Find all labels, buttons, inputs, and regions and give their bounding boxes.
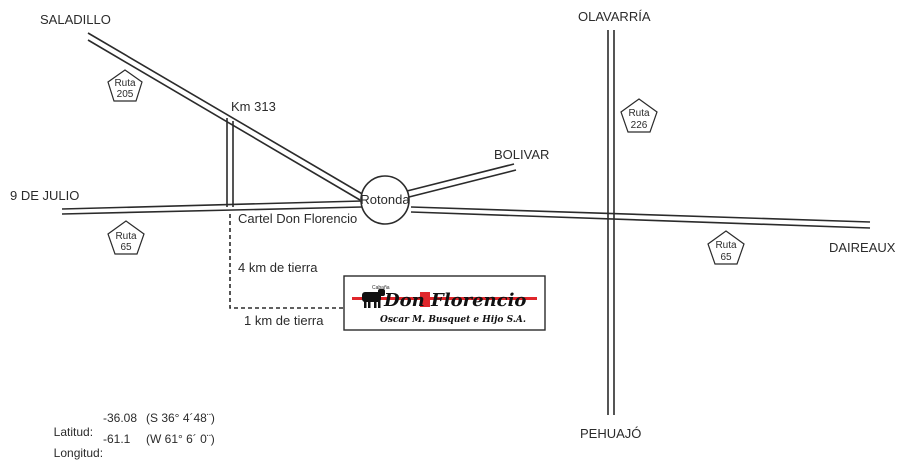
longitude-value: -61.1 bbox=[103, 432, 131, 446]
longitude-dms: (W 61° 6´ 0¨) bbox=[146, 432, 215, 446]
place-daireaux: DAIREAUX bbox=[829, 240, 896, 255]
latitude-row: Latitud: bbox=[47, 411, 93, 439]
dirt-road bbox=[229, 214, 344, 309]
bull-icon bbox=[362, 289, 385, 308]
latitude-value: -36.08 bbox=[103, 411, 138, 425]
svg-text:Ruta: Ruta bbox=[115, 231, 137, 242]
latitude-label: Latitud: bbox=[53, 425, 94, 439]
place-bolivar: BOLIVAR bbox=[494, 147, 549, 162]
longitude-label: Longitud: bbox=[53, 446, 104, 460]
svg-text:205: 205 bbox=[117, 89, 134, 100]
place-pehuajo: PEHUAJÓ bbox=[580, 426, 641, 441]
shield-ruta-65-east: Ruta 65 bbox=[707, 230, 745, 265]
logo-brand-text: Don Florencio bbox=[383, 290, 526, 311]
don-florencio-logo: Cabaña Don Florencio Oscar M. Busquet e … bbox=[343, 275, 546, 331]
shield-ruta-226: Ruta 226 bbox=[620, 98, 658, 133]
shield-ruta-205: Ruta 205 bbox=[107, 69, 143, 102]
latitude-dms: (S 36° 4´48¨) bbox=[146, 411, 215, 425]
roundabout-marker bbox=[360, 175, 410, 225]
cartel-label: Cartel Don Florencio bbox=[238, 211, 357, 226]
road-ruta-65-west bbox=[61, 200, 363, 215]
road-to-bolivar bbox=[406, 163, 517, 198]
svg-text:65: 65 bbox=[720, 252, 732, 263]
road-ruta-226 bbox=[607, 30, 615, 415]
svg-text:65: 65 bbox=[120, 242, 132, 253]
svg-text:226: 226 bbox=[631, 120, 648, 131]
svg-text:Ruta: Ruta bbox=[628, 108, 650, 119]
place-saladillo: SALADILLO bbox=[40, 12, 111, 27]
road-km-313 bbox=[226, 118, 234, 207]
km-313-label: Km 313 bbox=[231, 99, 276, 114]
svg-text:Ruta: Ruta bbox=[114, 78, 136, 89]
svg-text:Cabaña: Cabaña bbox=[372, 285, 390, 291]
logo-tagline: Oscar M. Busquet e Hijo S.A. bbox=[380, 315, 526, 325]
rotonda-label: Rotonda bbox=[360, 192, 410, 207]
dirt-4km-label: 4 km de tierra bbox=[238, 260, 318, 275]
place-olavarria: OLAVARRÍA bbox=[578, 9, 651, 24]
road-ruta-205 bbox=[87, 32, 365, 201]
svg-text:Ruta: Ruta bbox=[715, 240, 737, 251]
dirt-1km-label: 1 km de tierra bbox=[244, 313, 324, 328]
shield-ruta-65-west: Ruta 65 bbox=[107, 220, 145, 255]
road-ruta-65-east bbox=[410, 206, 871, 229]
place-9-de-julio: 9 DE JULIO bbox=[10, 188, 79, 203]
